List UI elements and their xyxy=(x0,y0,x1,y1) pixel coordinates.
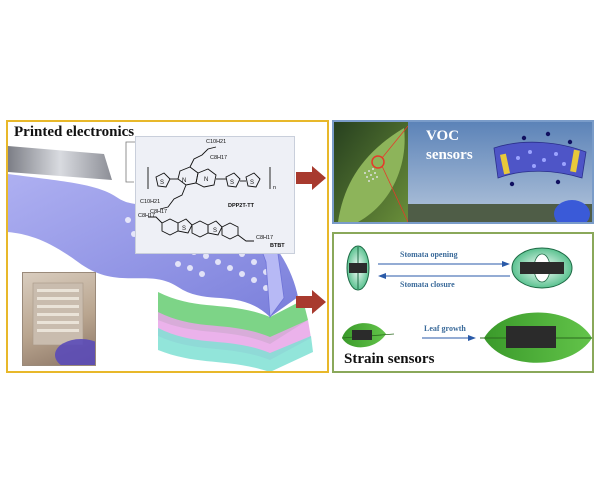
arrow-growth xyxy=(468,335,476,341)
device-photo xyxy=(22,272,96,366)
polymer-name: DPP2T-TT xyxy=(228,203,254,209)
printed-electronics-title: Printed electronics xyxy=(14,124,135,140)
chain-label-3: C10H21 xyxy=(140,199,161,205)
chem-bracket xyxy=(125,141,135,183)
chain-label-1: C10H21 xyxy=(206,139,227,145)
svg-text:S: S xyxy=(182,226,186,232)
sensor-large-leaf xyxy=(506,326,556,348)
svg-text:S: S xyxy=(250,180,254,186)
voc-title-line2: sensors xyxy=(426,147,473,163)
device-array-photo xyxy=(32,282,95,365)
svg-text:N: N xyxy=(204,177,208,183)
print-roller xyxy=(8,146,112,180)
gloved-finger xyxy=(55,339,95,365)
gloved-hand xyxy=(554,200,590,222)
stomata-opening-label: Stomata opening xyxy=(400,250,458,259)
strain-sensors-title: Strain sensors xyxy=(344,351,435,367)
svg-text:S: S xyxy=(213,228,217,234)
svg-text:S: S xyxy=(230,180,234,186)
ground xyxy=(408,204,592,222)
strain-illustration xyxy=(341,245,592,363)
voc-sensors-panel: VOC sensors xyxy=(332,120,594,224)
voc-sensor-device xyxy=(493,141,587,179)
voc-illustration xyxy=(334,122,592,222)
layer-green xyxy=(158,292,308,344)
sensor-small-leaf xyxy=(352,330,372,340)
repeat-unit-n: n xyxy=(273,185,277,191)
layer-cyan xyxy=(158,328,313,371)
voc-title-line1: VOC xyxy=(426,128,460,144)
stomata-closure-label: Stomata closure xyxy=(400,280,455,289)
chain-label-4: C8H17 xyxy=(150,209,168,215)
btbt-chain-top: C8H17 xyxy=(138,213,156,219)
electrode-left xyxy=(499,153,511,175)
svg-text:S: S xyxy=(160,180,164,186)
arrow-closure xyxy=(378,273,386,279)
sensor-on-stoma-closed xyxy=(349,263,367,273)
svg-text:N: N xyxy=(182,178,186,184)
chain-label-2: C8H17 xyxy=(210,155,228,161)
btbt-name: BTBT xyxy=(270,243,285,249)
btbt-chain-bottom: C8H17 xyxy=(256,235,274,241)
printed-electronics-panel: Printed electronics xyxy=(6,120,329,373)
zoom-circle xyxy=(371,155,385,169)
layer-pink xyxy=(158,312,311,360)
chemical-structures: N N S S S S S xyxy=(147,146,271,242)
sensor-on-stoma-open xyxy=(520,262,564,274)
arrow-opening xyxy=(502,261,510,267)
leaf-growth-label: Leaf growth xyxy=(424,324,466,333)
chemical-structure-box: N N S S S S S C10H21 C8H17 C10H21 C8H17 … xyxy=(135,136,295,254)
strain-sensors-panel: Stomata opening Stomata closure Leaf gro… xyxy=(332,232,594,373)
electrode-right xyxy=(570,149,580,173)
